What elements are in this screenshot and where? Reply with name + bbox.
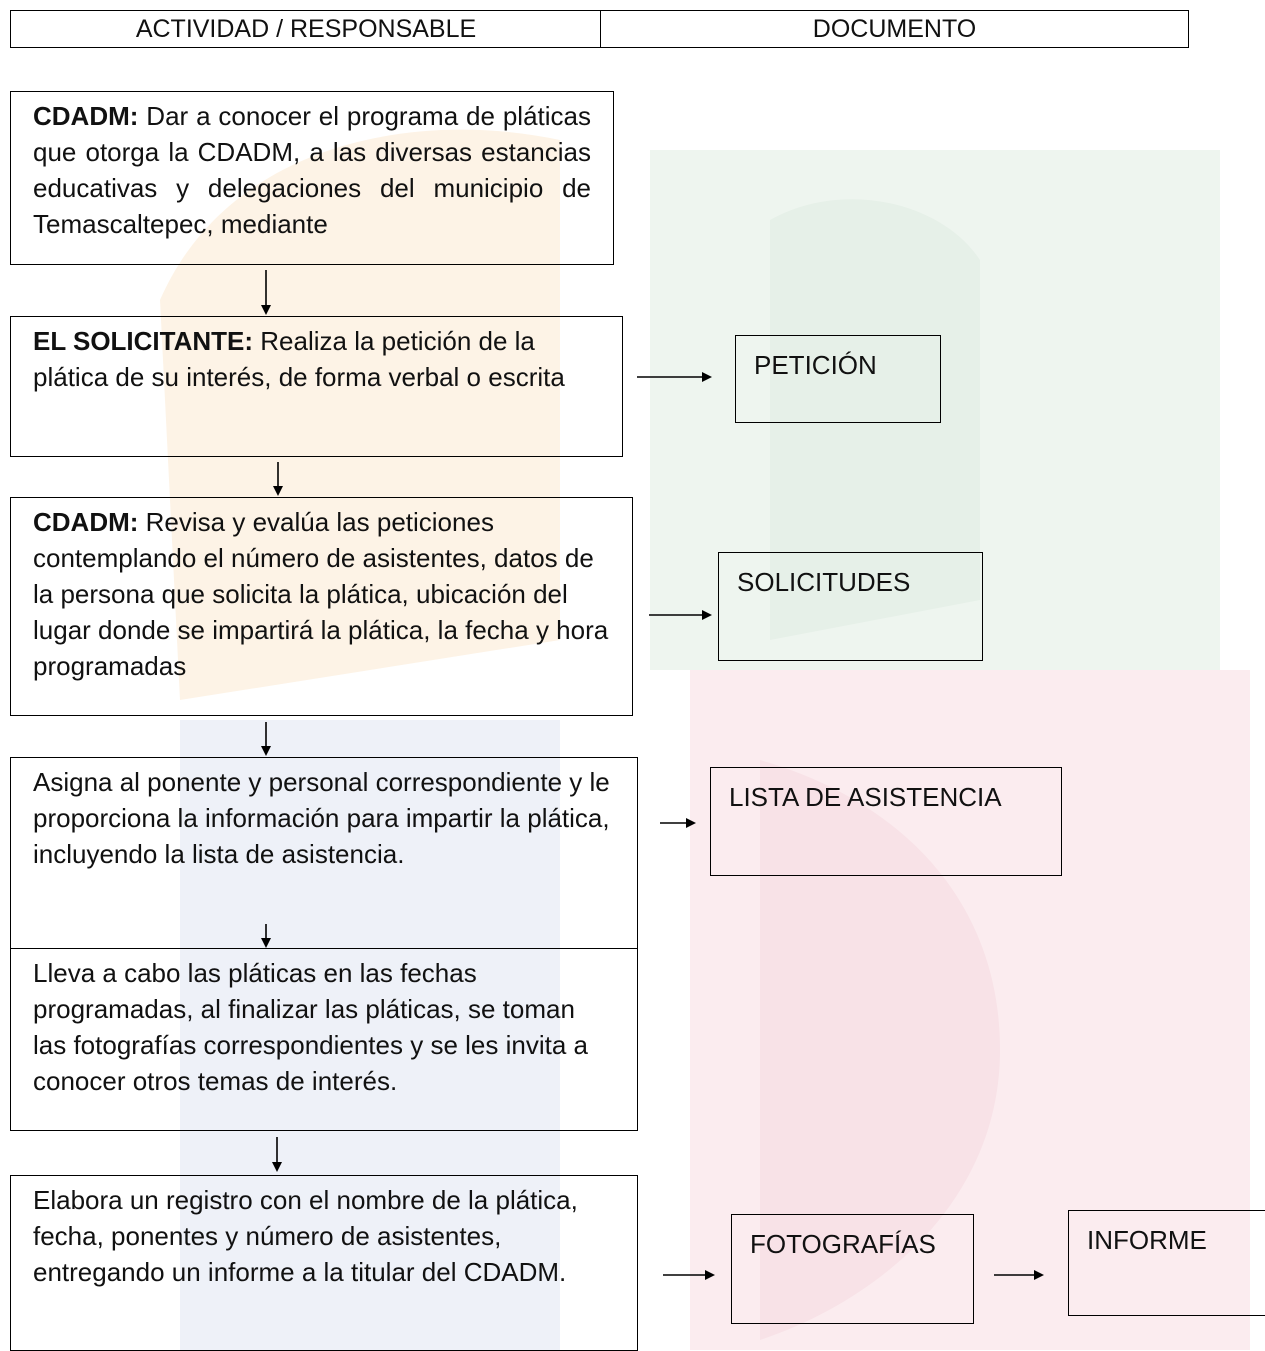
- doc-fotografias-label: FOTOGRAFÍAS: [750, 1229, 936, 1259]
- step-2-role: EL SOLICITANTE:: [33, 326, 254, 356]
- step-3-role: CDADM:: [33, 507, 139, 537]
- step-5-text: Lleva a cabo las pláticas en las fechas …: [33, 958, 588, 1096]
- doc-solicitudes: SOLICITUDES: [718, 552, 983, 661]
- doc-peticion: PETICIÓN: [735, 335, 941, 423]
- header-activity: ACTIVIDAD / RESPONSABLE: [10, 10, 602, 48]
- step-box-4: Asigna al ponente y personal correspondi…: [10, 757, 638, 949]
- doc-solicitudes-label: SOLICITUDES: [737, 567, 911, 597]
- step-1-role: CDADM:: [33, 101, 139, 131]
- step-4-text: Asigna al ponente y personal correspondi…: [33, 767, 610, 869]
- step-2-text: Realiza la petición de la plática de su …: [33, 326, 565, 392]
- step-1-text: Dar a conocer el programa de pláticas qu…: [33, 101, 591, 239]
- doc-lista-label: LISTA DE ASISTENCIA: [729, 782, 1002, 812]
- header-activity-label: ACTIVIDAD / RESPONSABLE: [135, 14, 477, 43]
- step-box-1: CDADM: Dar a conocer el programa de plát…: [10, 91, 614, 265]
- doc-informe-label: INFORME: [1087, 1225, 1207, 1255]
- header-document: DOCUMENTO: [600, 10, 1189, 48]
- doc-fotografias: FOTOGRAFÍAS: [731, 1214, 974, 1324]
- header-document-label: DOCUMENTO: [812, 14, 977, 43]
- doc-lista-asistencia: LISTA DE ASISTENCIA: [710, 767, 1062, 876]
- step-3-text: Revisa y evalúa las peticiones contempla…: [33, 507, 609, 681]
- step-6-text: Elabora un registro con el nombre de la …: [33, 1185, 578, 1287]
- step-box-5: Lleva a cabo las pláticas en las fechas …: [10, 948, 638, 1131]
- step-box-3: CDADM: Revisa y evalúa las peticiones co…: [10, 497, 633, 716]
- step-box-2: EL SOLICITANTE: Realiza la petición de l…: [10, 316, 623, 457]
- doc-peticion-label: PETICIÓN: [754, 350, 877, 380]
- step-box-6: Elabora un registro con el nombre de la …: [10, 1175, 638, 1351]
- doc-informe: INFORME: [1068, 1210, 1265, 1316]
